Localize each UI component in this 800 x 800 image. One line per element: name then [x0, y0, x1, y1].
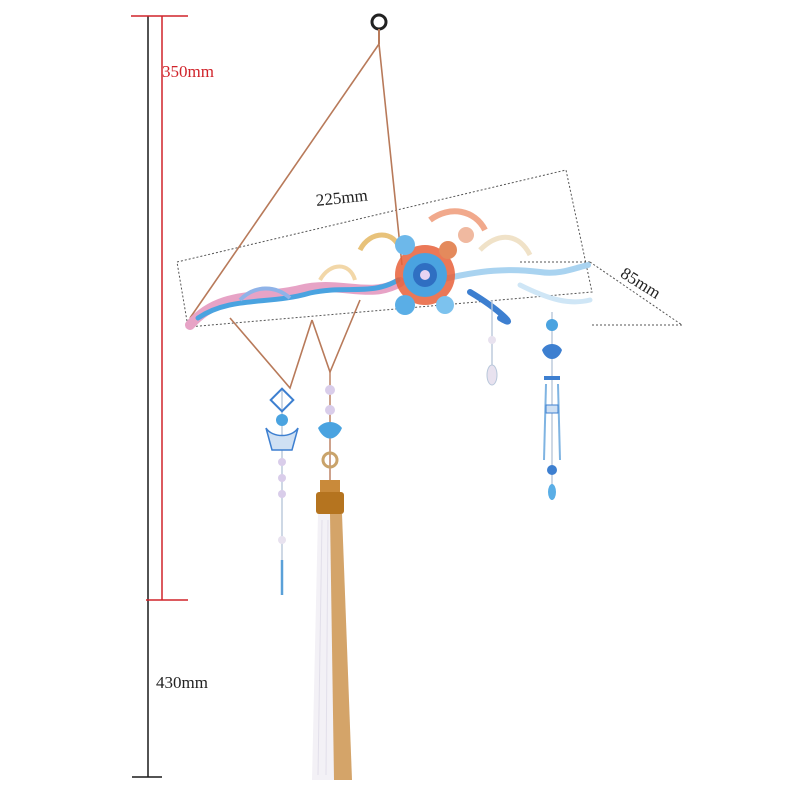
height-inner-dimension	[131, 15, 188, 601]
hook-icon	[370, 13, 388, 44]
left-pendant	[265, 387, 299, 595]
hairpin-branch	[185, 208, 593, 330]
height-total-label: 430mm	[156, 673, 208, 692]
right-long-pendant	[542, 312, 562, 500]
flower-icon	[395, 227, 474, 315]
right-short-pendant	[486, 300, 498, 386]
height-inner-label: 350mm	[162, 62, 214, 81]
depth-dimension-lines	[520, 261, 683, 326]
height-total-dimension	[132, 16, 162, 778]
center-pendant	[318, 372, 342, 490]
hanging-chains	[189, 43, 403, 390]
tassel-icon	[312, 480, 352, 780]
width-dimension-box	[176, 169, 593, 328]
